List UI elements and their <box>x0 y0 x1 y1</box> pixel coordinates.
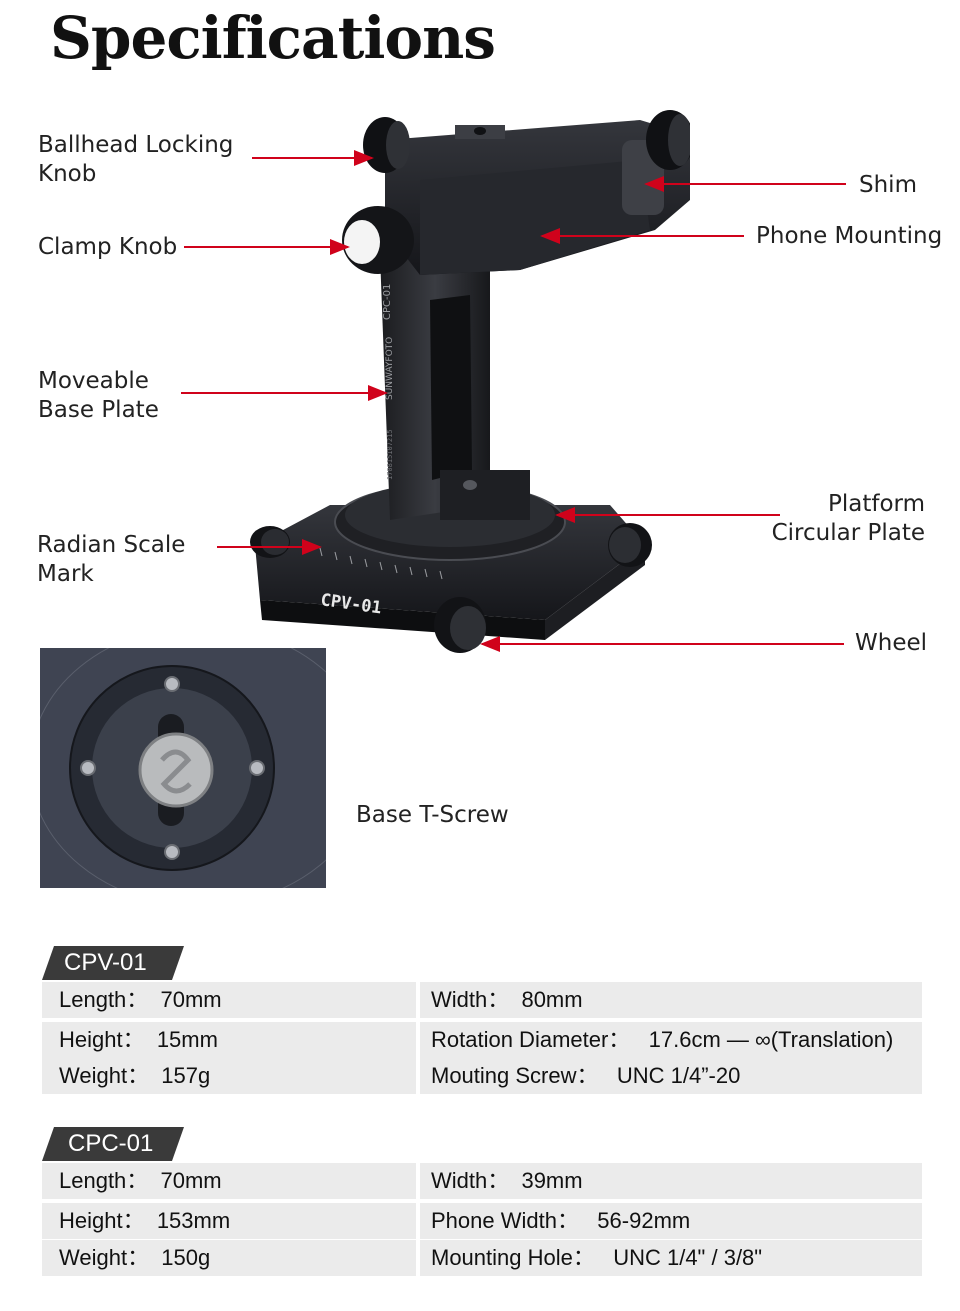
spec-row: Length： 70mm Width： 39mm <box>42 1163 922 1199</box>
spec-tab-label: CPC-01 <box>68 1130 154 1157</box>
serial-label: 170815107215 <box>386 429 394 480</box>
label-radian-scale-mark: Radian Scale Mark <box>37 532 186 587</box>
label-platform-circular-plate: Platform Circular Plate <box>771 491 925 546</box>
spec-cell-width: Width： 80mm <box>420 982 922 1018</box>
spec-cell-height: Height： 153mm <box>42 1203 416 1239</box>
spec-section-cpc-01: CPC-01 Length： 70mm Width： 39mm Height： … <box>42 1127 922 1279</box>
spec-cell-weight: Weight： 157g <box>42 1058 416 1094</box>
spec-tab-cpc-01: CPC-01 <box>42 1127 184 1161</box>
label-phone-mounting: Phone Mounting <box>756 223 943 249</box>
spec-cell-rotation-diameter: Rotation Diameter： 17.6cm — ∞(Translatio… <box>420 1022 922 1058</box>
spec-row: Weight： 157g Mouting Screw： UNC 1/4”-20 <box>42 1058 922 1094</box>
spec-cell-mounting-hole: Mounting Hole： UNC 1/4" / 3/8" <box>420 1240 922 1276</box>
spec-row: Length： 70mm Width： 80mm <box>42 982 922 1018</box>
spec-section-cpv-01: CPV-01 Length： 70mm Width： 80mm Height： … <box>42 946 922 1096</box>
spec-cell-length: Length： 70mm <box>42 1163 416 1199</box>
spec-cell-height: Height： 15mm <box>42 1022 416 1058</box>
spec-tab-cpv-01: CPV-01 <box>42 946 184 980</box>
spec-cell-length: Length： 70mm <box>42 982 416 1018</box>
label-shim: Shim <box>859 172 917 198</box>
label-clamp-knob: Clamp Knob <box>38 234 178 260</box>
spec-cell-width: Width： 39mm <box>420 1163 922 1199</box>
clamp-model-label: CPC-01 <box>382 284 393 320</box>
product-illustration: CPV-01 CPC-01 SUNWAYFOTO 170815107215 <box>250 110 690 653</box>
brand-label: SUNWAYFOTO <box>385 337 395 400</box>
label-moveable-base-plate: Moveable Base Plate <box>38 368 159 423</box>
spec-row: Height： 153mm Phone Width： 56-92mm <box>42 1203 922 1239</box>
label-wheel: Wheel <box>855 630 928 656</box>
label-base-t-screw: Base T-Screw <box>356 802 509 828</box>
spec-cell-mounting-screw: Mouting Screw： UNC 1/4”-20 <box>420 1058 922 1094</box>
spec-tab-label: CPV-01 <box>64 949 147 976</box>
spec-row: Height： 15mm Rotation Diameter： 17.6cm —… <box>42 1022 922 1058</box>
page-title: Specifications <box>50 4 496 72</box>
spec-row: Weight： 150g Mounting Hole： UNC 1/4" / 3… <box>42 1240 922 1276</box>
base-t-screw-photo <box>40 648 326 888</box>
spec-cell-phone-width: Phone Width： 56-92mm <box>420 1203 922 1239</box>
label-ballhead-locking-knob: Ballhead Locking Knob <box>38 132 234 187</box>
spec-cell-weight: Weight： 150g <box>42 1240 416 1276</box>
